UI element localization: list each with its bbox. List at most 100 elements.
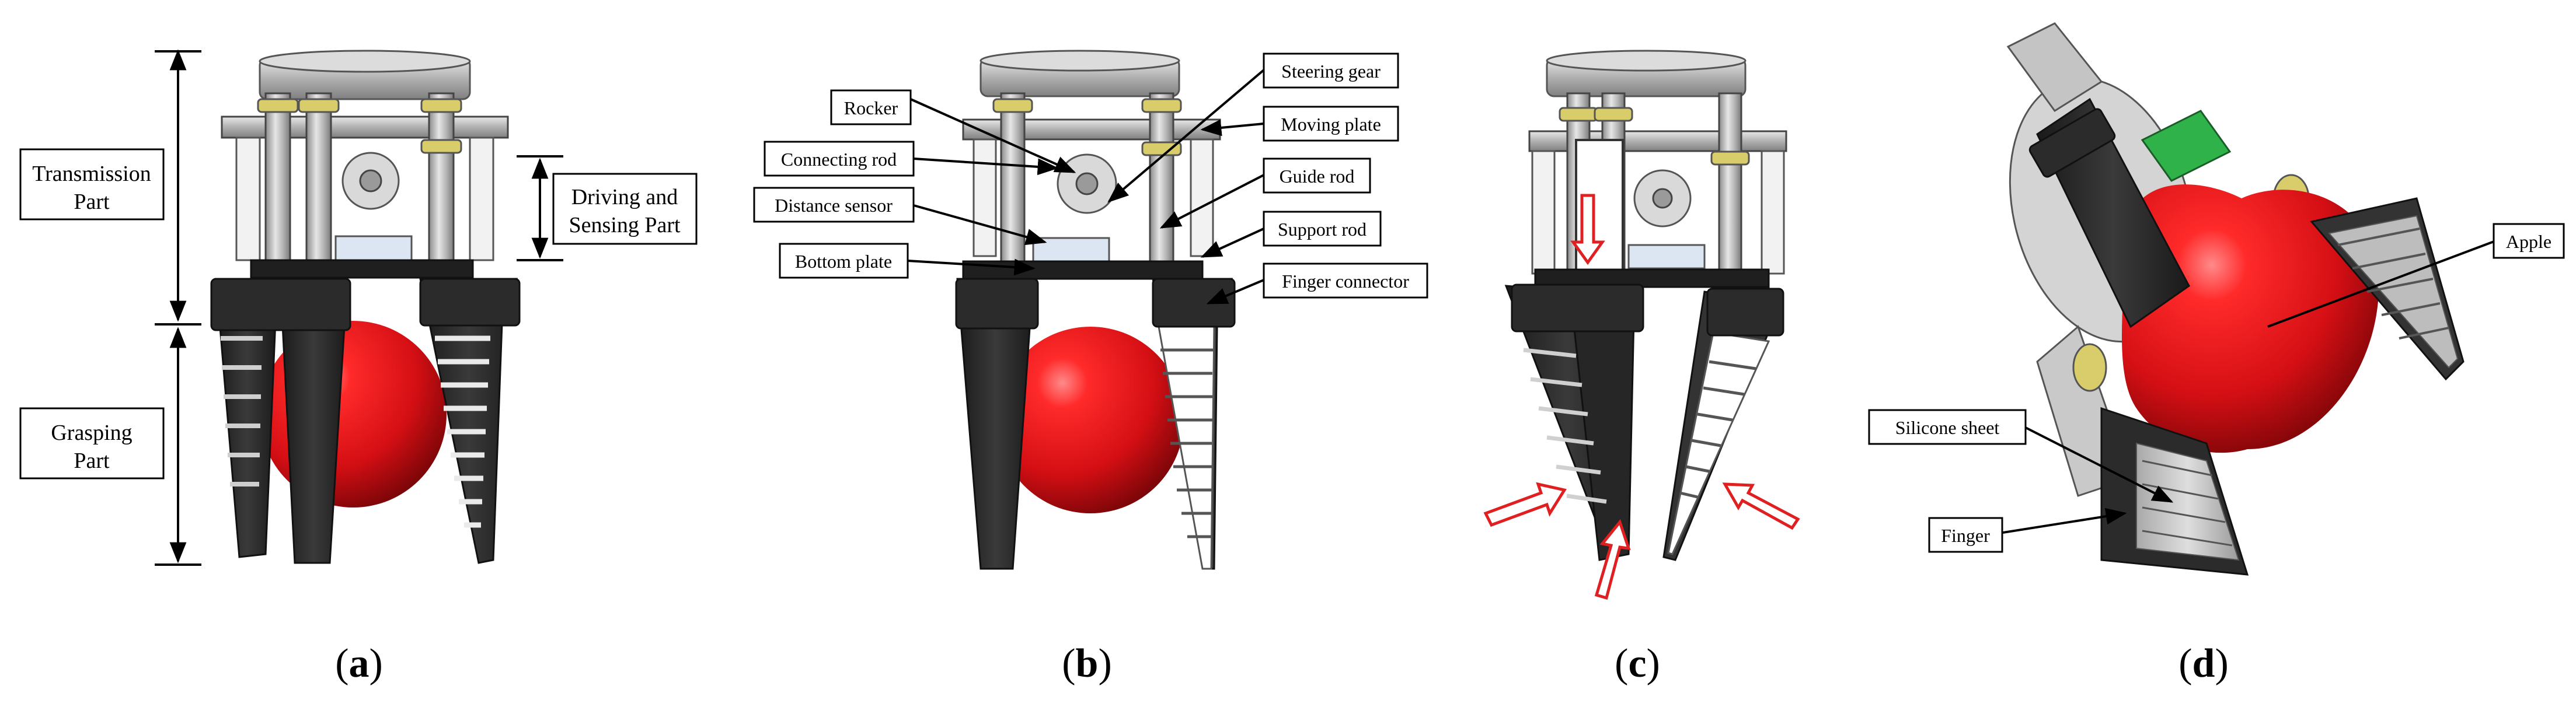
panel-c: (c)	[1483, 50, 1800, 686]
silicone-ribs	[1160, 348, 1213, 538]
leader-moving-plate	[1200, 119, 1264, 136]
caption-c: (c)	[1615, 641, 1660, 686]
bottom-plate	[250, 259, 474, 279]
caption-b: (b)	[1062, 641, 1112, 686]
brass-ring	[1594, 107, 1633, 122]
label-box-rocker	[830, 89, 912, 125]
leader-finger-connector	[1206, 279, 1264, 304]
finger-connector	[955, 278, 1039, 330]
finger-connector	[210, 278, 351, 331]
label-finger: Finger	[1941, 525, 1990, 546]
guide-rod	[428, 92, 455, 270]
silicone-sheet	[1667, 331, 1770, 555]
label-box-bottom-plate	[779, 243, 909, 279]
side-frame-right	[469, 136, 494, 261]
side-frame-right	[1761, 150, 1785, 275]
apple	[997, 327, 1184, 513]
side-frame-left	[235, 136, 261, 261]
leader-distance-sensor	[913, 204, 1047, 246]
label-transmission: Transmission	[32, 162, 151, 186]
label-rocker: Rocker	[844, 97, 898, 118]
top-disk-face	[979, 50, 1180, 72]
panel-b: Rocker Connecting rod Distance sensor Bo…	[753, 50, 1428, 686]
top-disk-face	[259, 50, 471, 73]
label-box-transmission	[19, 148, 165, 220]
brass-ring	[992, 98, 1033, 113]
label-box-apple	[2493, 223, 2565, 259]
label-box-grasping	[19, 407, 165, 480]
label-box-steering-gear	[1263, 52, 1399, 89]
guide-rod	[1000, 92, 1026, 270]
label-box-finger	[1928, 517, 2003, 553]
brass-ring	[420, 98, 462, 113]
brass-ring	[1141, 98, 1182, 113]
steering-gear	[2141, 110, 2232, 182]
silicone-ribs	[1523, 348, 1607, 504]
label-support-rod: Support rod	[1278, 219, 1367, 240]
caption-a: (a)	[335, 641, 383, 686]
finger-connector	[1706, 288, 1784, 337]
finger-connector	[1152, 278, 1236, 328]
silicone-ribs	[1679, 360, 1756, 499]
leader-silicone-sheet	[2025, 426, 2174, 503]
label-grasping: Grasping	[51, 421, 132, 445]
distance-sensor	[1627, 244, 1706, 270]
silicone-sheet	[2136, 442, 2240, 561]
apple	[2122, 184, 2379, 453]
label-box-moving-plate	[1263, 106, 1399, 142]
silicone-ribs	[2337, 228, 2449, 340]
guide-rod	[1149, 92, 1174, 270]
frame-plate	[2006, 22, 2103, 113]
motion-arrow-up	[1594, 519, 1631, 600]
side-frame-left	[972, 138, 997, 257]
motion-arrow-right	[1722, 482, 1800, 530]
brass-ring	[420, 139, 462, 154]
label-box-driving	[552, 173, 698, 245]
label-moving-plate: Moving plate	[1281, 114, 1381, 135]
caption-d: (d)	[2178, 641, 2229, 686]
side-frame-left	[1531, 150, 1556, 275]
guide-rod	[305, 92, 332, 270]
label-grasping-part: Part	[74, 449, 110, 473]
side-frame-right	[1190, 138, 1214, 257]
motion-arrow-left	[1483, 482, 1567, 527]
leader-steering-gear	[1107, 69, 1265, 203]
leader-guide-rod	[1159, 174, 1264, 229]
label-box-support-rod	[1263, 211, 1382, 247]
label-box-guide-rod	[1263, 158, 1371, 194]
leader-finger	[1984, 508, 2127, 537]
label-silicone-sheet: Silicone sheet	[1895, 417, 2000, 438]
finger-connector	[1511, 284, 1644, 332]
silicone-ribs	[221, 336, 263, 487]
leader-support-rod	[1200, 228, 1264, 258]
gear-hub	[359, 169, 382, 192]
label-apple: Apple	[2506, 231, 2551, 252]
label-sensing-part: Sensing Part	[569, 213, 681, 237]
panel-d: Apple Silicone sheet Finger (d)	[1868, 22, 2565, 686]
brass-ring	[257, 98, 299, 113]
gear-hub	[1652, 188, 1673, 209]
label-finger-connector: Finger connector	[1282, 271, 1409, 292]
leader-bottom-plate	[907, 258, 1036, 276]
label-transmission-part: Part	[74, 190, 110, 214]
finger-connector	[419, 278, 521, 327]
label-box-silicone-sheet	[1868, 409, 2027, 445]
brass-ring	[1559, 107, 1598, 122]
silicone-ribs	[435, 335, 490, 528]
label-connecting-rod: Connecting rod	[781, 149, 897, 170]
distance-sensor	[334, 235, 413, 262]
brass-ring	[1710, 150, 1750, 166]
brass-ring	[2072, 343, 2107, 392]
guide-rod	[264, 92, 291, 270]
label-distance-sensor: Distance sensor	[775, 195, 893, 216]
panel-a: Transmission Part Driving and Sensing Pa…	[19, 49, 698, 686]
guide-rod	[1718, 92, 1742, 281]
finger-connector	[2028, 108, 2116, 178]
label-box-finger-connector	[1263, 262, 1428, 299]
label-box-connecting-rod	[764, 141, 915, 177]
bottom-plate	[962, 260, 1204, 280]
top-disk-face	[1546, 50, 1747, 72]
gear-hub	[1075, 172, 1099, 195]
label-guide-rod: Guide rod	[1280, 166, 1355, 187]
